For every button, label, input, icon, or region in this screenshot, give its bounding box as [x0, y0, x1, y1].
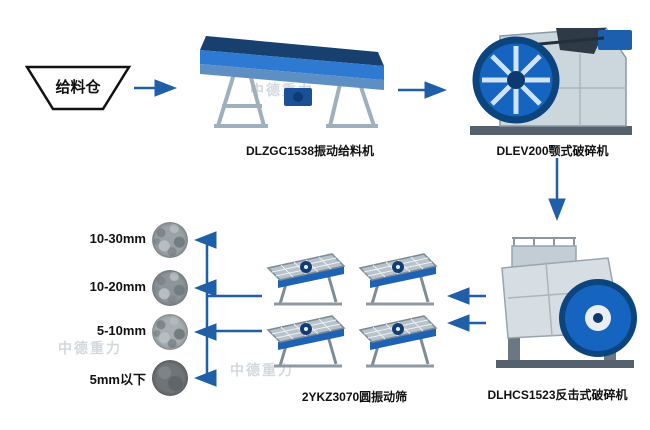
product-label: 10-30mm: [89, 231, 146, 246]
aggregate-sample-image: [152, 270, 188, 306]
screen-grid: [264, 250, 444, 370]
screen-caption: 2YKZ3070圆振动筛: [301, 390, 408, 404]
aggregate-sample-image: [152, 360, 188, 396]
feed-hopper-shape: [24, 65, 132, 111]
impact-crusher-illustration: [496, 237, 637, 368]
watermark-text: 中德重力: [58, 340, 122, 356]
jaw-crusher-figure: [458, 16, 643, 141]
product-label: 5mm以下: [89, 372, 146, 387]
jaw-crusher-caption: DLEV200颚式破碎机: [496, 144, 609, 158]
screen-unit: [356, 250, 442, 308]
screen-unit: [264, 250, 350, 308]
aggregate-sample-image: [152, 314, 188, 350]
impact-crusher-figure: [486, 226, 644, 376]
jaw-crusher-illustration: [470, 27, 632, 135]
aggregate-sample-image: [152, 222, 188, 258]
feed-hopper: 给料仓: [24, 64, 132, 112]
screen-unit: [264, 312, 350, 370]
screen-unit: [356, 312, 442, 370]
vibrating-feeder-figure: [192, 26, 392, 136]
product-label: 5-10mm: [96, 323, 146, 338]
impact-crusher-caption: DLHCS1523反击式破碎机: [487, 388, 628, 402]
feeder-caption: DLZGC1538振动给料机: [245, 144, 375, 158]
product-label: 10-20mm: [89, 279, 146, 294]
feed-hopper-label: 给料仓: [55, 78, 101, 96]
vibrating-feeder-illustration: [200, 36, 384, 128]
